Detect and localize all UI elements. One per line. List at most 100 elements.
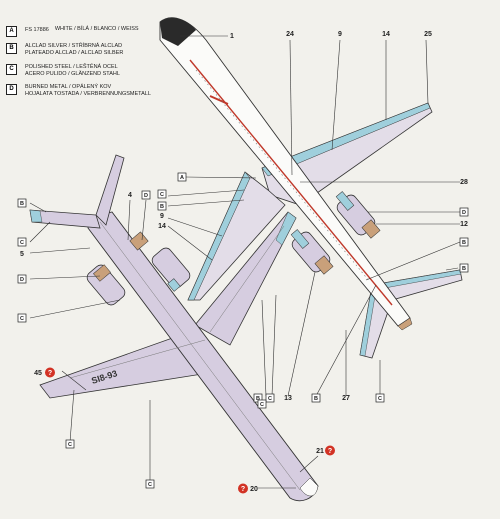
bottom-aircraft: SI8-93 (29, 154, 319, 502)
top-right-wing-steel (261, 102, 431, 177)
legend-row-a: A FS 17886 WHITE / BÍLÁ / BLANCO / WEISS (6, 26, 139, 37)
bottom-callout-7: C (160, 192, 164, 198)
legend-code-a: FS 17886 (25, 27, 49, 33)
legend-text-d2: HOJALATA TOSTADA / VERBRENNUNGSMETALL (25, 91, 151, 97)
bottom-callout-16: 21 (316, 448, 324, 455)
bottom-callout-box-5 (17, 274, 27, 284)
callout-line-b-bl (29, 202, 47, 213)
legend-text-d1: BURNED METAL / OPÁLENÝ KOV (25, 84, 112, 90)
bottom-callout-9: 9 (160, 213, 164, 220)
callout-line-25 (185, 176, 257, 179)
legend-key-c: C (6, 64, 17, 75)
callouts (29, 35, 461, 489)
legend-key-a: A (6, 26, 17, 37)
top-callout-9: B (462, 240, 466, 246)
bottom-callout-box-3 (141, 190, 151, 200)
top-callout-11: C (378, 396, 382, 402)
warning-icon-glyph: ? (328, 448, 332, 455)
top-callout-7: D (462, 210, 466, 216)
top-left-wing-steel (187, 171, 251, 301)
top-callout-0: 1 (230, 33, 234, 40)
top-callout-14: B (314, 396, 318, 402)
top-callout-1: 24 (286, 31, 294, 38)
legend-key-d: D (6, 84, 17, 95)
callout-line-21 (299, 455, 319, 473)
bottom-callout-11: C (68, 442, 72, 448)
bottom-callout-1: C (20, 240, 24, 246)
bottom-callout-box-0 (17, 198, 27, 208)
bottom-callout-box-6 (17, 313, 27, 323)
bottom-callout-13: 45 (34, 370, 42, 377)
warning-icon (238, 483, 248, 494)
bottom-stab-tip-left (29, 209, 43, 223)
top-callout-6: 28 (460, 179, 468, 186)
bottom-stab-right (95, 154, 125, 226)
legend-row-d: D BURNED METAL / OPÁLENÝ KOV HOJALATA TO… (6, 84, 151, 98)
legend-row-c: C POLISHED STEEL / LEŠTĚNÁ OCEL ACERO PU… (6, 64, 120, 78)
callout-line-c-lower (69, 389, 75, 443)
legend-text-b1: ALCLAD SILVER / STŘÍBRNÁ ALCLAD (25, 43, 123, 49)
callout-line-c-mid2 (167, 189, 245, 197)
top-callout-5: A (180, 175, 184, 181)
top-callout-10: B (462, 266, 466, 272)
callout-line-14-bottom (167, 225, 213, 261)
legend-text-a: WHITE / BÍLÁ / BLANCO / WEISS (54, 26, 139, 32)
bottom-callout-box-15 (257, 399, 267, 409)
bottom-wingtip-steel (275, 211, 297, 246)
bottom-centerline (99, 221, 301, 491)
legend-key-b: B (6, 43, 17, 54)
legend-text-c1: POLISHED STEEL / LEŠTĚNÁ OCEL (25, 64, 118, 70)
callout-line-24 (289, 39, 293, 176)
top-callout-box-7 (459, 207, 469, 217)
top-tailcone (397, 317, 413, 331)
callout-line-13 (315, 284, 377, 397)
callout-line-45 (61, 370, 87, 391)
bottom-callout-4: 5 (20, 251, 24, 258)
top-callout-13: 13 (284, 395, 292, 402)
warning-icon-glyph: ? (48, 370, 52, 377)
bottom-nose (299, 477, 319, 497)
bottom-callout-5: D (20, 277, 24, 283)
callout-line-b-right (445, 267, 459, 271)
legend-text-c2: ACERO PULIDO / GLÄNZEND STAHL (25, 71, 120, 77)
bottom-wing-panel (69, 339, 206, 379)
bottom-callout-box-8 (157, 201, 167, 211)
bottom-callout-6: C (20, 316, 24, 322)
callout-line-b-mid (271, 294, 277, 397)
callout-line-4 (127, 199, 131, 241)
bottom-callout-14: C (148, 482, 152, 488)
top-aircraft (159, 17, 463, 359)
callout-line-d-bottom (141, 199, 147, 241)
callout-line-c-mid (261, 299, 267, 397)
bottom-engine-left (86, 264, 126, 306)
top-callout-box-5 (177, 172, 187, 182)
top-callout-box-10 (459, 263, 469, 273)
bottom-callout-2: 4 (128, 192, 132, 199)
bottom-callout-15: C (260, 402, 264, 408)
top-window-line (195, 69, 371, 283)
callout-line-14-top (425, 39, 429, 105)
top-engine-right (335, 191, 381, 239)
top-callout-8: 12 (460, 221, 468, 228)
bottom-callout-0: B (20, 201, 24, 207)
top-nose (160, 17, 196, 46)
top-callout-4: 25 (424, 31, 432, 38)
top-callout-12: 27 (342, 395, 350, 402)
legend-row-b: B ALCLAD SILVER / STŘÍBRNÁ ALCLAD PLATEA… (6, 43, 123, 57)
callout-line-27 (287, 271, 316, 397)
warning-icon (45, 367, 55, 378)
bottom-callout-box-11 (65, 439, 75, 449)
top-callout-box-11 (375, 393, 385, 403)
callout-line-c-bl (29, 221, 51, 243)
bottom-callout-10: 14 (158, 223, 166, 230)
callout-line-c-left (29, 299, 121, 319)
callout-line-b-mid2 (167, 199, 245, 207)
warning-icon (325, 445, 335, 456)
bottom-engine-right (129, 231, 191, 292)
top-callout-box-9 (459, 237, 469, 247)
top-callout-box-15 (265, 393, 275, 403)
bottom-callout-8: B (160, 204, 164, 210)
top-engine-left (290, 229, 334, 275)
